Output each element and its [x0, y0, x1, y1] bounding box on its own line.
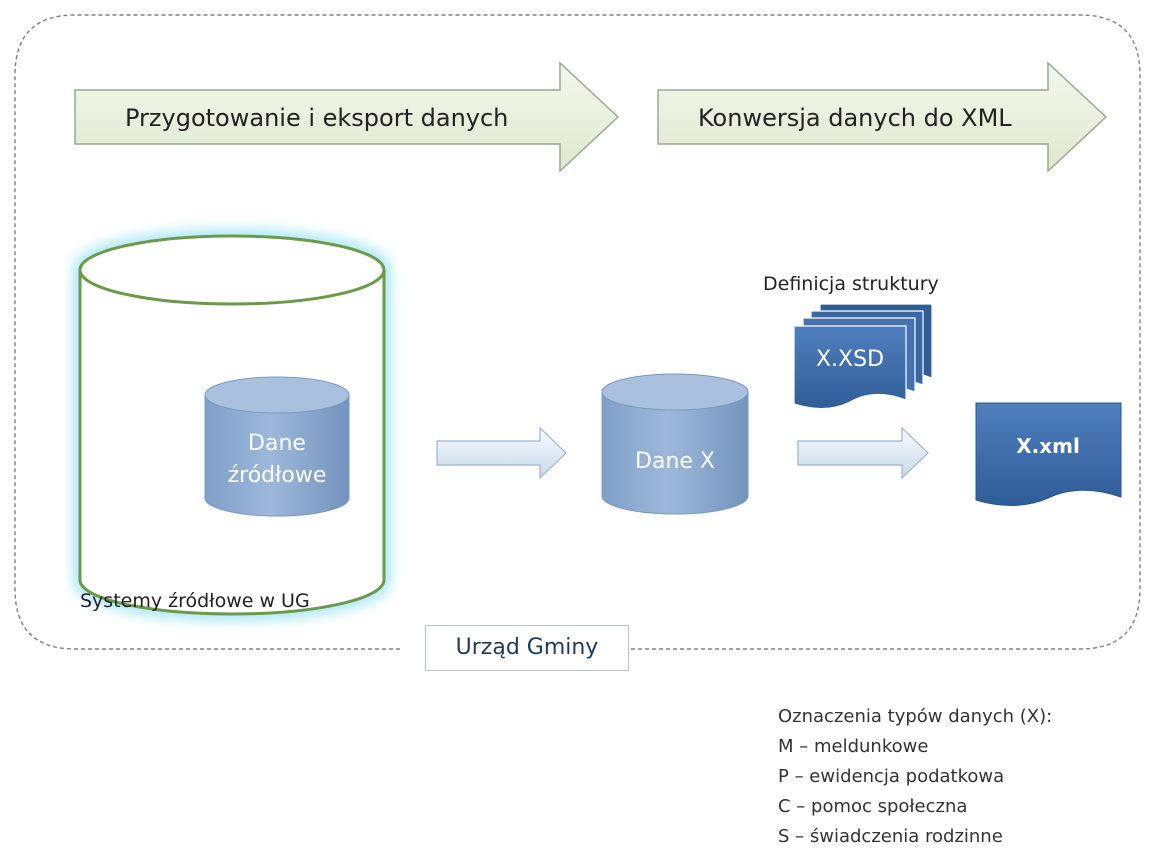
legend-item: S – świadczenia rodzinne — [778, 826, 1003, 847]
flow-arrow-icon — [797, 426, 929, 480]
xml-document-label: X.xml — [1016, 434, 1080, 458]
process-arrow-prepare-export: Przygotowanie i eksport danych — [74, 61, 620, 173]
flow-arrow-icon — [436, 426, 567, 480]
source-database-label-line1: Dane — [248, 431, 306, 456]
legend: Oznaczenia typów danych (X): M – meldunk… — [778, 702, 1052, 852]
legend-item: P – ewidencja podatkowa — [778, 766, 1005, 787]
schema-caption: Definicja struktury — [763, 273, 939, 295]
source-database-icon: Dane źródłowe — [204, 376, 350, 517]
process-arrow-label: Konwersja danych do XML — [698, 104, 1012, 132]
legend-item: M – meldunkowe — [778, 736, 929, 757]
organization-boundary — [14, 14, 1141, 650]
legend-title: Oznaczenia typów danych (X): — [778, 706, 1053, 727]
process-arrow-convert-xml: Konwersja danych do XML — [657, 61, 1108, 173]
schema-documents-icon: X.XSD — [793, 303, 933, 410]
schema-label: X.XSD — [816, 347, 884, 372]
organization-label: Urząd Gminy — [425, 625, 629, 671]
source-database-label-line2: źródłowe — [228, 463, 327, 488]
intermediate-database-label: Dane X — [635, 449, 715, 474]
xml-document-icon: X.xml — [975, 402, 1122, 507]
process-arrow-label: Przygotowanie i eksport danych — [125, 104, 508, 132]
source-systems-caption: Systemy źródłowe w UG — [80, 590, 310, 612]
intermediate-database-icon: Dane X — [601, 373, 749, 515]
legend-item: C – pomoc społeczna — [778, 796, 968, 817]
